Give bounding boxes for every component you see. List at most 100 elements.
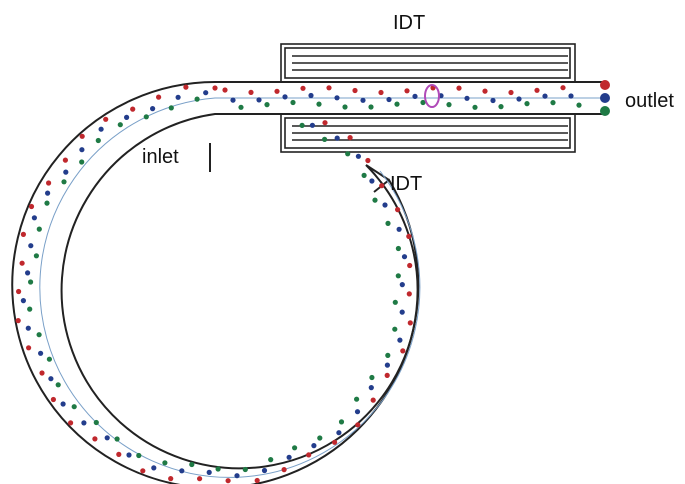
particle-green — [446, 102, 452, 108]
particle-blue — [282, 94, 288, 100]
particle-red — [274, 88, 280, 94]
particle-blue — [98, 126, 104, 132]
particle-red — [365, 157, 371, 164]
particle-green — [354, 396, 360, 402]
particle-green — [36, 332, 42, 338]
particle-blue — [175, 94, 181, 100]
particle-green — [215, 466, 221, 472]
particle-green — [189, 461, 195, 468]
particle-blue — [309, 122, 315, 128]
outlet-marker-blue — [600, 93, 610, 103]
particle-blue — [256, 97, 262, 103]
particle-blue — [369, 178, 375, 184]
particle-green — [242, 466, 248, 473]
particle-red — [300, 85, 306, 91]
particle-blue — [48, 376, 54, 382]
particle-green — [385, 352, 391, 358]
particle-green — [317, 435, 323, 441]
particle-red — [456, 85, 462, 91]
particle-red — [225, 478, 231, 484]
particle-green — [368, 104, 374, 110]
particle-green — [36, 226, 42, 232]
particle-red — [406, 291, 412, 297]
particle-green — [342, 104, 348, 110]
particle-green — [392, 299, 398, 305]
particle-blue — [396, 226, 402, 232]
particle-blue — [28, 243, 34, 249]
particle-green — [420, 99, 426, 106]
focus-ring — [424, 84, 440, 108]
particle-red — [46, 180, 52, 186]
particle-blue — [79, 147, 85, 153]
particle-blue — [354, 409, 361, 415]
particle-blue — [151, 465, 157, 471]
particle-green — [369, 374, 375, 381]
particle-red — [281, 467, 287, 473]
particle-green — [372, 197, 378, 203]
particle-red — [254, 477, 260, 484]
particle-green — [345, 151, 351, 157]
particle-green — [361, 172, 367, 178]
particle-red — [140, 468, 146, 474]
particle-blue — [286, 454, 292, 460]
particle-red — [68, 420, 74, 426]
particle-green — [322, 136, 328, 142]
particle-blue — [150, 106, 156, 112]
particle-green — [168, 105, 174, 111]
particle-green — [114, 436, 120, 442]
idt-bottom-label: IDT — [390, 173, 422, 195]
particle-red — [92, 436, 98, 442]
particle-green — [95, 137, 101, 144]
particle-blue — [397, 337, 403, 343]
particle-blue — [126, 452, 132, 458]
particle-red — [370, 397, 376, 403]
particle-green — [472, 104, 478, 110]
particle-green — [27, 306, 33, 312]
particle-green — [194, 96, 200, 102]
particle-blue — [20, 298, 26, 304]
particle-red — [352, 87, 358, 94]
particle-blue — [25, 270, 31, 276]
particle-green — [238, 104, 244, 110]
particle-green — [268, 457, 274, 463]
particle-green — [264, 102, 270, 108]
particle-green — [44, 200, 50, 206]
particle-blue — [355, 153, 361, 159]
particle-blue — [334, 95, 340, 101]
particle-red — [222, 87, 228, 93]
particle-red — [130, 106, 136, 112]
particle-blue — [490, 97, 496, 104]
particle-red — [19, 260, 25, 266]
particle-blue — [401, 254, 408, 260]
particle-blue — [60, 401, 66, 407]
particle-green — [290, 99, 296, 106]
particle-blue — [542, 93, 548, 99]
particle-red — [482, 88, 488, 94]
particle-blue — [124, 114, 130, 120]
idt-top-label: IDT — [393, 12, 425, 34]
idt-top — [280, 43, 576, 83]
particle-red — [379, 183, 385, 189]
particle-red — [116, 451, 122, 457]
particle-red — [384, 372, 390, 378]
particle-green — [136, 452, 142, 459]
particle-green — [93, 419, 99, 426]
particle-green — [117, 122, 123, 128]
particle-blue — [368, 385, 374, 391]
particle-green — [143, 114, 149, 120]
particle-green — [385, 220, 391, 226]
particle-green — [79, 159, 85, 165]
particle-blue — [81, 420, 87, 426]
particle-green — [46, 356, 53, 362]
particle-blue — [206, 469, 212, 475]
particle-red — [508, 89, 514, 96]
particle-blue — [230, 97, 236, 103]
particle-blue — [386, 96, 392, 103]
particle-blue — [45, 190, 51, 196]
inlet-label: inlet — [142, 146, 179, 168]
particle-green — [33, 253, 40, 259]
particle-red — [183, 84, 189, 90]
particle-blue — [399, 309, 405, 315]
particle-red — [62, 157, 68, 163]
